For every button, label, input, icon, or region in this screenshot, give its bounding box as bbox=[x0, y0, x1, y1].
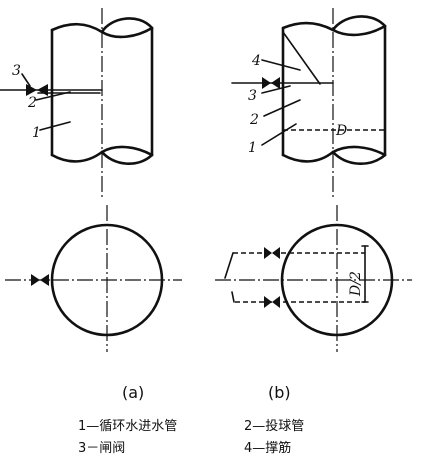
leader-1-a bbox=[39, 121, 71, 131]
gate-valve-b-plan-upper-icon bbox=[264, 247, 280, 259]
gate-valve-a-plan-icon bbox=[31, 274, 49, 286]
leader-1-b bbox=[261, 123, 297, 146]
legend-item-2: 2—投球管 bbox=[244, 418, 304, 434]
label-a-2: 2 bbox=[27, 95, 37, 111]
label-b-3: 3 bbox=[248, 88, 257, 104]
gate-valve-b-plan-lower-icon bbox=[264, 296, 280, 308]
leader-3-b bbox=[261, 85, 291, 94]
dim-label-d: D bbox=[335, 123, 347, 139]
strut-b bbox=[282, 31, 321, 85]
legend-item-1: 1—循环水进水管 bbox=[78, 419, 177, 434]
label-a-1: 1 bbox=[32, 125, 41, 141]
feed-bend-b-lower bbox=[231, 291, 235, 303]
leader-2-b bbox=[263, 99, 301, 117]
dim-label-d2: D/2 bbox=[348, 271, 364, 297]
gate-valve-a-icon bbox=[26, 84, 48, 96]
label-b-4: 4 bbox=[251, 53, 261, 69]
feed-bend-b bbox=[224, 252, 234, 279]
legend-item-3: 3－闸阀 bbox=[78, 441, 125, 456]
leader-2-a bbox=[35, 91, 71, 101]
label-b-2: 2 bbox=[249, 112, 259, 128]
leader-3-a bbox=[21, 73, 31, 87]
label-a-3: 3 bbox=[12, 63, 21, 79]
legend-item-4: 4—撑筋 bbox=[244, 440, 291, 456]
subfig-label-b: (b) bbox=[268, 383, 291, 402]
gate-valve-b-icon bbox=[262, 77, 280, 89]
pipe-b-front bbox=[281, 15, 387, 165]
subfig-label-a: (a) bbox=[122, 383, 144, 402]
label-b-1: 1 bbox=[248, 140, 257, 156]
leader-4-b bbox=[261, 59, 301, 71]
